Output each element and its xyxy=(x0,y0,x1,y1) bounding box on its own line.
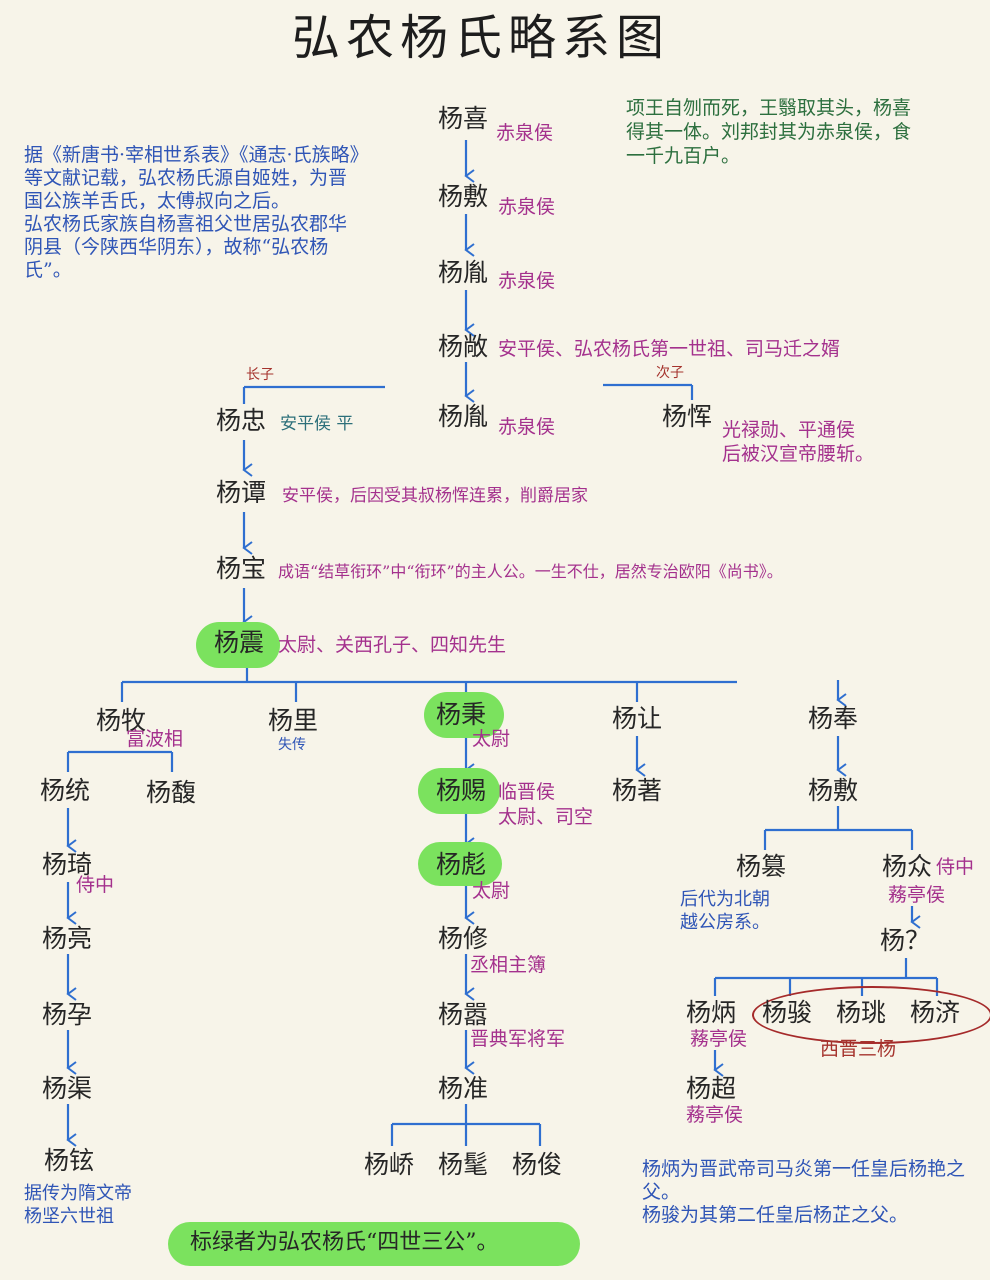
highlight-legend xyxy=(168,1222,580,1266)
title-cuan: 后代为北朝 越公房系。 xyxy=(680,889,770,933)
person-mao: 杨髦 xyxy=(438,1150,489,1179)
person-rang: 杨让 xyxy=(612,704,663,733)
person-fu: 杨敷 xyxy=(438,182,489,211)
person-xiu: 杨修 xyxy=(438,924,489,953)
title-qi: 侍中 xyxy=(76,874,115,896)
person-yin1: 杨胤 xyxy=(438,258,489,287)
title-ci: 临晋侯 太尉、司空 xyxy=(498,781,594,828)
person-yun: 杨恽 xyxy=(662,402,713,431)
title-xiu: 丞相主簿 xyxy=(470,954,547,976)
title-yin2: 赤泉侯 xyxy=(498,416,556,438)
person-liang: 杨亮 xyxy=(42,924,93,953)
xijin-label: 西晋三杨 xyxy=(820,1038,897,1060)
title-zhong2: 侍中 xyxy=(936,856,975,878)
title-qi2: 晋典军将军 xyxy=(470,1028,566,1050)
title-bao: 成语“结草衔环”中“衔环”的主人公。一生不仕，居然专治欧阳《尚书》。 xyxy=(278,562,783,581)
person-bao: 杨宝 xyxy=(216,554,267,583)
highlight-ci xyxy=(418,768,500,814)
person-fu2: 杨馥 xyxy=(146,778,197,807)
person-bing2: 杨炳 xyxy=(686,998,737,1027)
title-tan: 安平侯，后因受其叔杨恽连累，削爵居家 xyxy=(282,486,588,506)
note-empresses: 杨炳为晋武帝司马炎第一任皇后杨艳之父。 杨骏为其第二任皇后杨芷之父。 xyxy=(642,1158,966,1226)
tag-zhangzi: 长子 xyxy=(246,367,274,383)
legend-text: 标绿者为弘农杨氏“四世三公”。 xyxy=(190,1230,499,1255)
person-ji: 杨济 xyxy=(910,998,961,1027)
title-chang: 安平侯、弘农杨氏第一世祖、司马迁之婿 xyxy=(498,338,841,360)
person-unk: 杨？ xyxy=(880,926,931,955)
person-biao: 杨彪 xyxy=(436,850,487,879)
title-zhen: 太尉、关西孔子、四知先生 xyxy=(278,634,507,656)
person-yin2: 杨胤 xyxy=(438,402,489,431)
tag-cizi: 次子 xyxy=(656,365,684,381)
person-qi2: 杨嚣 xyxy=(438,1000,489,1029)
person-yao: 杨珧 xyxy=(836,998,887,1027)
person-qiao: 杨峤 xyxy=(364,1150,415,1179)
title-xuan: 据传为隋文帝 杨坚六世祖 xyxy=(24,1183,132,1227)
xijin-circle xyxy=(752,986,990,1044)
diagram-title: 弘农杨氏略系图 xyxy=(292,10,671,66)
title-xi: 赤泉侯 xyxy=(496,122,554,144)
person-feng: 杨奉 xyxy=(808,704,859,733)
person-mu: 杨牧 xyxy=(96,706,147,735)
title-biao: 太尉 xyxy=(472,880,511,902)
person-xuan: 杨铉 xyxy=(44,1146,95,1175)
title-mu: 富波相 xyxy=(126,728,184,750)
title-bing: 太尉 xyxy=(472,728,511,750)
title-fu: 赤泉侯 xyxy=(498,196,556,218)
highlight-zhen xyxy=(196,622,280,668)
person-cuan: 杨篡 xyxy=(736,852,787,881)
person-li: 杨里 xyxy=(268,706,319,735)
highlight-biao xyxy=(418,842,502,886)
person-chang: 杨敞 xyxy=(438,332,489,361)
person-zhong2: 杨众 xyxy=(882,852,933,881)
person-zhu: 杨著 xyxy=(612,776,663,805)
title-chao: 蓩亭侯 xyxy=(686,1104,744,1126)
person-yun2: 杨孕 xyxy=(42,1000,93,1029)
title-yun: 光禄勋、平通侯 后被汉宣帝腰斩。 xyxy=(722,419,875,465)
person-qi: 杨琦 xyxy=(42,850,93,879)
person-chao: 杨超 xyxy=(686,1074,737,1103)
title-zhong: 安平侯 平 xyxy=(280,414,354,434)
title-bing2: 蓩亭侯 xyxy=(690,1028,748,1050)
person-zhen: 杨震 xyxy=(214,628,265,657)
title-li: 失传 xyxy=(278,737,306,753)
person-bing: 杨秉 xyxy=(436,700,487,729)
person-ci: 杨赐 xyxy=(436,776,487,805)
person-xi: 杨喜 xyxy=(438,104,489,133)
highlight-bing xyxy=(424,692,504,738)
person-fu3: 杨敷 xyxy=(808,776,859,805)
person-qu: 杨渠 xyxy=(42,1074,93,1103)
person-jun2: 杨俊 xyxy=(512,1150,563,1179)
person-zhong: 杨忠 xyxy=(216,406,267,435)
title-yin1: 赤泉侯 xyxy=(498,270,556,292)
title2-zhong2: 蓩亭侯 xyxy=(888,884,946,906)
person-zhun: 杨准 xyxy=(438,1074,489,1103)
note-xiang-yu: 项王自刎而死，王翳取其头，杨喜得其一体。刘邦封其为赤泉侯，食一千九百户。 xyxy=(626,97,912,167)
person-tan: 杨谭 xyxy=(216,478,267,507)
note-origin: 据《新唐书·宰相世系表》《通志·氏族略》等文献记载，弘农杨氏源自姬姓，为晋国公族… xyxy=(24,144,360,281)
person-jun: 杨骏 xyxy=(762,998,813,1027)
person-tong: 杨统 xyxy=(40,776,91,805)
